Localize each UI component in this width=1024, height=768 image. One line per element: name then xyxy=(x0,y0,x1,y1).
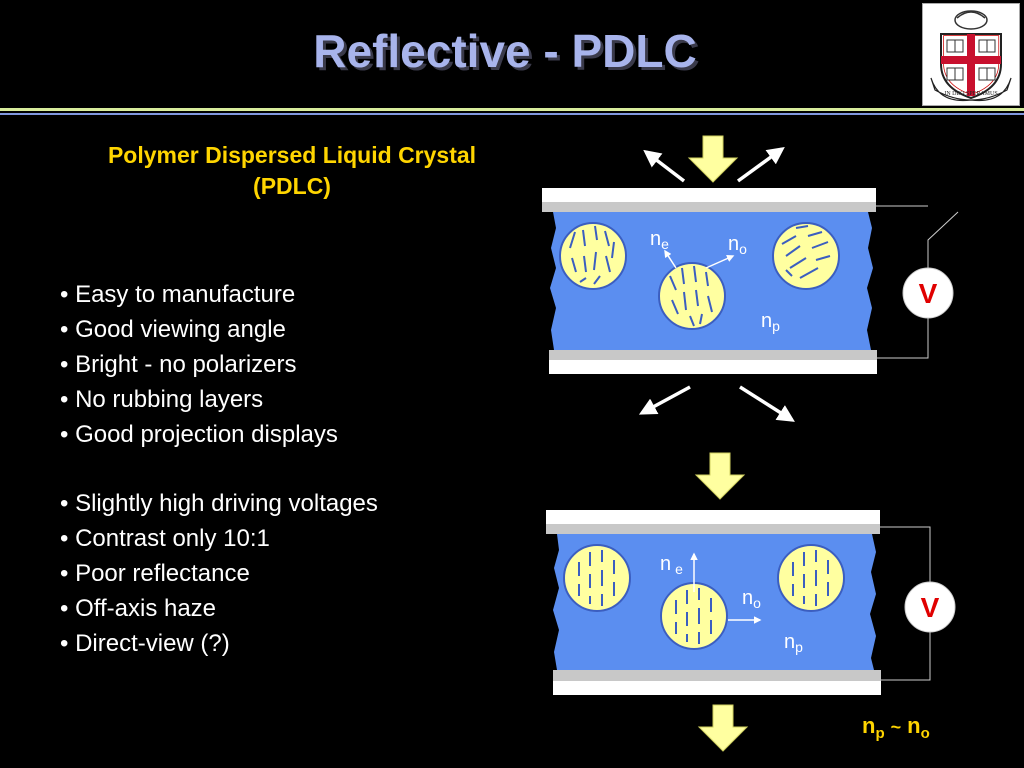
list-item: • Contrast only 10:1 xyxy=(60,525,270,552)
voltage-symbol-top: V xyxy=(919,278,938,309)
electrode-top xyxy=(542,202,876,212)
list-item: • Slightly high driving voltages xyxy=(60,490,378,517)
lc-droplet xyxy=(658,262,726,330)
electrode-bottom xyxy=(549,350,877,360)
electrode-top xyxy=(546,524,880,534)
lc-droplet xyxy=(777,544,845,612)
list-item: • Direct-view (?) xyxy=(60,630,230,657)
glass-substrate-top xyxy=(546,510,880,524)
index-match-condition: np~no xyxy=(862,713,930,742)
list-item: • Good projection displays xyxy=(60,421,338,448)
lc-droplet xyxy=(660,582,728,650)
voltage-symbol-bottom: V xyxy=(921,592,940,623)
scatter-arrows-bottom xyxy=(638,385,795,422)
subtitle: Polymer Dispersed Liquid Crystal (PDLC) xyxy=(50,140,534,202)
lc-droplet xyxy=(563,544,631,612)
list-item: • Good viewing angle xyxy=(60,316,286,343)
glass-substrate-top xyxy=(542,188,876,202)
separator-line xyxy=(0,108,1024,111)
disadvantages-list: • Slightly high driving voltages • Contr… xyxy=(60,486,378,661)
subtitle-line2: (PDLC) xyxy=(253,173,331,199)
page-title: Reflective - PDLC xyxy=(313,25,697,77)
advantages-list: • Easy to manufacture • Good viewing ang… xyxy=(60,277,338,452)
scatter-arrows-top xyxy=(643,146,785,183)
list-item: • Poor reflectance xyxy=(60,560,250,587)
voltage-circuit-top: V xyxy=(876,205,959,359)
separator-line-lower xyxy=(0,113,1024,115)
label-no: no xyxy=(742,587,761,611)
lc-droplet xyxy=(559,222,627,290)
list-item: • Off-axis haze xyxy=(60,595,217,622)
list-item: • Bright - no polarizers xyxy=(60,351,297,378)
incident-arrow-bottom xyxy=(694,452,746,500)
glass-substrate-bottom xyxy=(549,360,877,374)
list-item: • Easy to manufacture xyxy=(60,281,296,308)
label-np: np xyxy=(784,631,803,655)
label-np: np xyxy=(761,310,780,334)
logo-motto: IN DEO SPERAMUS xyxy=(944,91,997,97)
lc-droplet xyxy=(772,222,840,290)
transmitted-arrow xyxy=(697,704,749,752)
label-no: no xyxy=(728,233,747,257)
university-logo: IN DEO SPERAMUS xyxy=(922,3,1020,106)
voltage-circuit-bottom: V xyxy=(880,526,956,681)
subtitle-line1: Polymer Dispersed Liquid Crystal xyxy=(107,142,477,168)
glass-substrate-bottom xyxy=(553,681,881,695)
incident-arrow-top xyxy=(687,135,739,183)
electrode-bottom xyxy=(553,670,881,681)
list-item: • No rubbing layers xyxy=(60,386,264,413)
label-ne: ne xyxy=(650,228,669,252)
